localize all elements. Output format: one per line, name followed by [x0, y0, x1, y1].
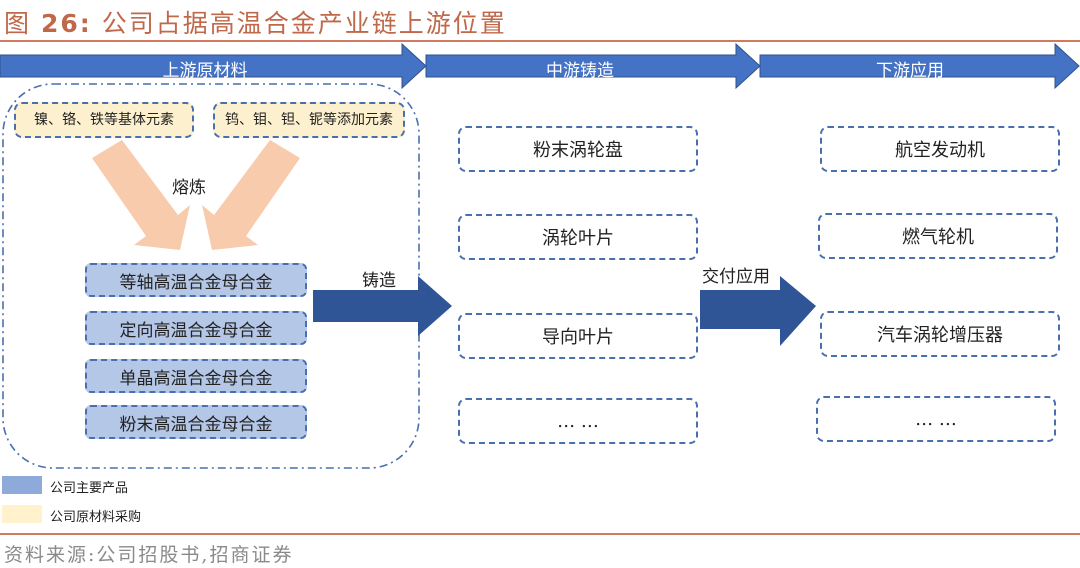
source-note: 资料来源:公司招股书,招商证券: [4, 544, 294, 566]
figure-number: 26:: [40, 9, 92, 38]
source-divider: [0, 533, 1080, 535]
figure-title-text: 公司占据高温合金产业链上游位置: [101, 9, 507, 38]
melt-arrow-right: [202, 140, 300, 250]
downstream-item-more: … …: [816, 396, 1056, 442]
melting-label: 熔炼: [172, 178, 206, 198]
downstream-item-auto-turbocharger: 汽车涡轮增压器: [820, 311, 1060, 357]
figure-title: 图 26: 公司占据高温合金产业链上游位置: [4, 4, 507, 40]
midstream-item-turbine-blade: 涡轮叶片: [458, 214, 698, 260]
downstream-item-gas-turbine: 燃气轮机: [818, 213, 1058, 259]
product-directional-master-alloy: 定向高温合金母合金: [85, 311, 307, 345]
raw-material-additive-elements: 钨、钼、钽、铌等添加元素: [213, 102, 405, 138]
delivery-arrow: [700, 276, 816, 346]
upstream-container: [2, 83, 420, 469]
midstream-item-guide-vane: 导向叶片: [458, 313, 698, 359]
legend-swatch-raw-purchase: [2, 505, 42, 523]
casting-arrow: [313, 276, 452, 336]
legend-label-products: 公司主要产品: [50, 481, 129, 496]
delivery-label: 交付应用: [702, 267, 770, 287]
casting-label: 铸造: [362, 271, 396, 291]
stage-label-midstream: 中游铸造: [546, 61, 614, 81]
title-divider: [0, 40, 1080, 42]
midstream-item-more: … …: [458, 398, 698, 444]
stage-label-upstream: 上游原材料: [162, 61, 248, 81]
legend-label-raw-purchase: 公司原材料采购: [50, 510, 142, 525]
product-powder-master-alloy: 粉末高温合金母合金: [85, 405, 307, 439]
figure-title-prefix: 图: [4, 9, 32, 38]
midstream-item-powder-turbine-disk: 粉末涡轮盘: [458, 126, 698, 172]
stage-arrow-downstream: [759, 42, 1080, 90]
melt-arrow-left: [92, 140, 190, 250]
stage-arrow-midstream: [425, 42, 761, 90]
product-single-crystal-master-alloy: 单晶高温合金母合金: [85, 359, 307, 393]
stage-arrow-upstream: [0, 42, 427, 90]
legend-swatch-products: [2, 476, 42, 494]
downstream-item-aero-engine: 航空发动机: [820, 126, 1060, 172]
raw-material-base-elements: 镍、铬、铁等基体元素: [14, 102, 194, 138]
product-equiaxed-master-alloy: 等轴高温合金母合金: [85, 263, 307, 297]
stage-label-downstream: 下游应用: [876, 61, 944, 81]
